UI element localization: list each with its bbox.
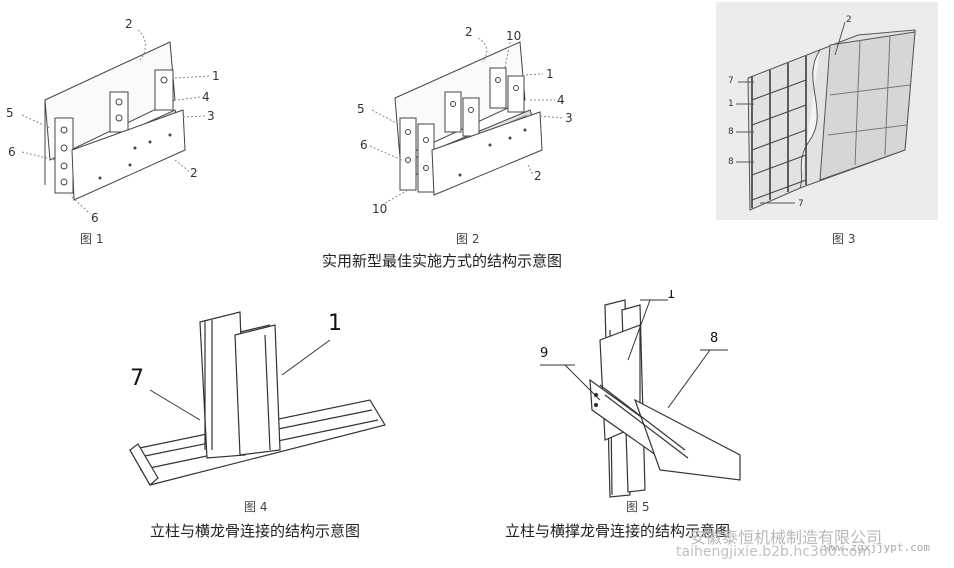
figure-4-caption: 图 4 [244,500,268,514]
figure-1-caption: 图 1 [80,232,104,246]
fig1-label: 6 [8,145,16,159]
fig2-label: 2 [534,169,542,183]
figure-5-caption: 图 5 [626,500,650,514]
fig3-label: 2 [846,15,852,25]
fig3-label: 7 [798,199,804,209]
fig2-label: 1 [546,67,554,81]
top-title: 实用新型最佳实施方式的结构示意图 [322,252,563,270]
fig3-label: 8 [728,127,734,137]
watermark-url: www.zgxjjypt.com [824,541,930,554]
fig1-label: 4 [202,90,210,104]
fig2-label: 4 [557,93,565,107]
figure-5-drawing: 1 9 8 [540,290,741,498]
fig1-label: 3 [207,109,215,123]
figure-3-drawing: 2 7 1 8 8 7 [716,2,938,220]
fig1-label: 2 [190,166,198,180]
figure-3-caption: 图 3 [832,232,856,246]
fig3-label: 1 [728,99,734,109]
fig2-label: 10 [372,202,387,216]
fig1-label: 1 [212,69,220,83]
watermark-site: taihengjixie.b2b.hc360.com [676,544,871,560]
fig3-label: 8 [728,157,734,167]
fig2-label: 10 [506,29,521,43]
figure-2-caption: 图 2 [456,232,480,246]
fig5-label: 1 [667,290,675,302]
fig1-label: 6 [91,211,99,225]
figure-1-drawing: 2 1 4 3 5 6 2 6 [6,17,220,225]
fig1-label: 5 [6,106,14,120]
fig5-label: 9 [540,346,548,361]
fig4-label: 7 [130,366,144,391]
fig2-label: 6 [360,138,368,152]
figure-5-title: 立柱与横撑龙骨连接的结构示意图 [505,522,731,540]
watermark-company: 安徽泰恒机械制造有限公司 [690,528,883,547]
fig2-label: 2 [465,25,473,39]
fig1-label: 2 [125,17,133,31]
figure-4-drawing: 1 7 [129,311,386,486]
figure-4-title: 立柱与横龙骨连接的结构示意图 [150,522,361,540]
fig2-label: 3 [565,111,573,125]
fig4-label: 1 [328,311,342,336]
fig5-label: 8 [710,331,718,346]
figure-2-drawing: 2 10 1 4 3 5 6 2 10 [357,25,573,216]
fig2-label: 5 [357,102,365,116]
fig3-label: 7 [728,76,734,86]
